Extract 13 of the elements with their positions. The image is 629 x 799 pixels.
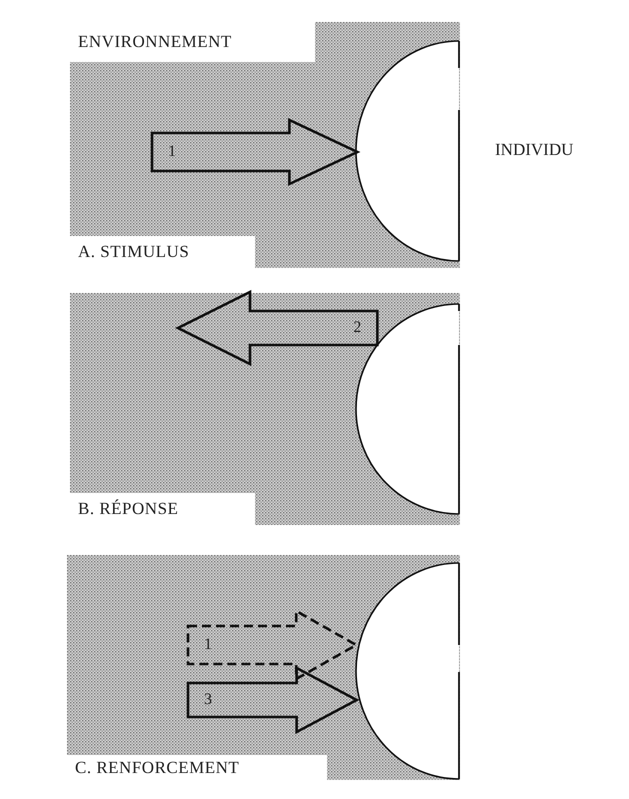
block-arrow [186, 666, 360, 734]
block-arrow [150, 118, 360, 186]
block-arrow [175, 290, 379, 366]
panel-label: B. RÉPONSE [77, 498, 180, 520]
edge-label: 1 [168, 143, 176, 161]
panel-label: A. STIMULUS [77, 241, 190, 263]
individual-label: INDIVIDU [495, 140, 574, 160]
edge-label: 1 [204, 636, 212, 654]
edge-label: 3 [204, 691, 212, 709]
edge-label: 2 [353, 319, 362, 337]
panel-label: C. RENFORCEMENT [74, 756, 240, 778]
panel-title: ENVIRONNEMENT [77, 31, 233, 53]
block-arrow [186, 608, 359, 682]
